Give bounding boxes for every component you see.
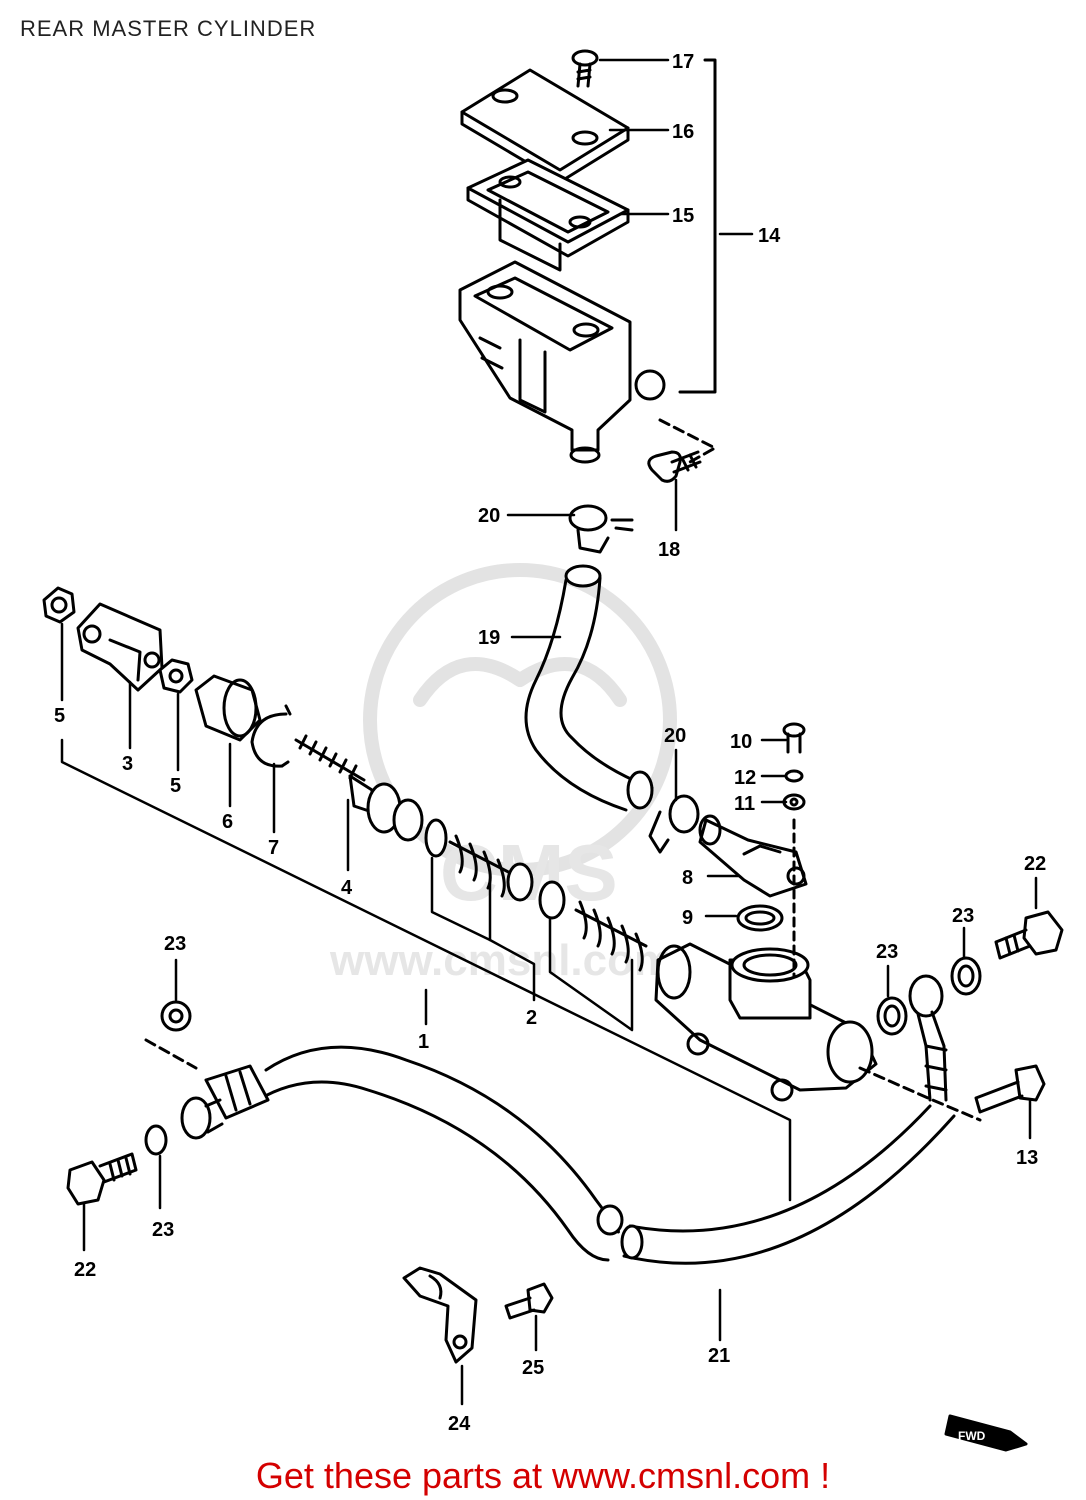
fwd-arrow-icon: FWD <box>944 1414 1028 1452</box>
bolt-25 <box>504 1282 554 1320</box>
callout-22-left: 22 <box>74 1259 96 1281</box>
callout-5-mid: 5 <box>170 775 181 797</box>
locknut-5b <box>158 658 194 694</box>
hose-clamp-lower <box>648 794 700 854</box>
reservoir-cap <box>460 68 630 184</box>
inlet-fitting-8 <box>698 814 808 898</box>
reservoir-body <box>458 260 666 464</box>
master-cylinder-body <box>654 942 878 1102</box>
callout-6: 6 <box>222 811 233 833</box>
pushrod-4 <box>294 734 424 842</box>
brake-hose-21 <box>204 1045 956 1265</box>
banjo-bolt-22-right <box>994 910 1064 960</box>
callout-7: 7 <box>268 837 279 859</box>
banjo-fitting-left <box>180 1096 224 1140</box>
reservoir-screw <box>571 49 599 88</box>
washer-23-right-b <box>876 996 908 1036</box>
callout-22-right: 22 <box>1024 853 1046 875</box>
reservoir-bolt <box>647 450 702 483</box>
watermark: CMS www.cmsnl.com <box>329 563 677 985</box>
fwd-label: FWD <box>958 1429 986 1443</box>
reservoir-diaphragm <box>466 158 630 272</box>
callout-23-left-lower: 23 <box>152 1219 174 1241</box>
banjo-bolt-22-left <box>66 1152 138 1206</box>
callout-25: 25 <box>522 1357 544 1379</box>
callout-1: 1 <box>418 1031 429 1053</box>
hose-clamp-24 <box>402 1266 478 1364</box>
bolt-13 <box>974 1064 1046 1114</box>
callout-10: 10 <box>730 731 752 753</box>
callout-16: 16 <box>672 121 694 143</box>
page-title: REAR MASTER CYLINDER <box>20 16 317 41</box>
locknut-5a <box>42 586 76 624</box>
callout-19: 19 <box>478 627 500 649</box>
callout-23-left-upper: 23 <box>164 933 186 955</box>
o-ring-9 <box>736 904 784 932</box>
clevis-3 <box>76 602 164 692</box>
hose-clamp-upper <box>568 504 634 554</box>
callout-23-right-a: 23 <box>952 905 974 927</box>
washer-11 <box>782 793 806 811</box>
washer-12 <box>784 769 804 783</box>
washer-23-left-upper <box>160 1000 192 1032</box>
callout-4: 4 <box>341 877 353 899</box>
callout-17: 17 <box>672 51 694 73</box>
callout-9: 9 <box>682 907 693 929</box>
callout-12: 12 <box>734 767 756 789</box>
banjo-fitting-right <box>908 974 948 1102</box>
callout-20-upper: 20 <box>478 505 500 527</box>
washer-23-right-a <box>950 956 982 996</box>
callout-14: 14 <box>758 225 781 247</box>
callout-3: 3 <box>122 753 133 775</box>
reservoir-hose <box>524 564 654 812</box>
callout-labels: 17 16 15 14 20 18 19 20 10 12 11 8 9 5 3… <box>54 51 1046 1435</box>
callout-13: 13 <box>1016 1147 1038 1169</box>
callout-18: 18 <box>658 539 680 561</box>
callout-21: 21 <box>708 1345 730 1367</box>
callout-20-lower: 20 <box>664 725 686 747</box>
boot-6 <box>194 674 262 742</box>
callout-2: 2 <box>526 1007 537 1029</box>
axis-line-right <box>858 1066 982 1122</box>
footer-link[interactable]: Get these parts at www.cmsnl.com ! <box>255 1455 831 1496</box>
callout-11: 11 <box>734 793 755 815</box>
callout-23-right-b: 23 <box>876 941 898 963</box>
callout-5-left: 5 <box>54 705 65 727</box>
axis-line-left <box>144 1038 198 1070</box>
piston-set-2 <box>424 818 648 972</box>
screw-10 <box>782 722 806 754</box>
callout-15: 15 <box>672 205 694 227</box>
callout-24: 24 <box>448 1413 471 1435</box>
leader-lines <box>60 58 1038 1406</box>
circlip-7 <box>250 704 292 768</box>
washer-23-left-lower <box>144 1124 168 1156</box>
callout-8: 8 <box>682 867 693 889</box>
